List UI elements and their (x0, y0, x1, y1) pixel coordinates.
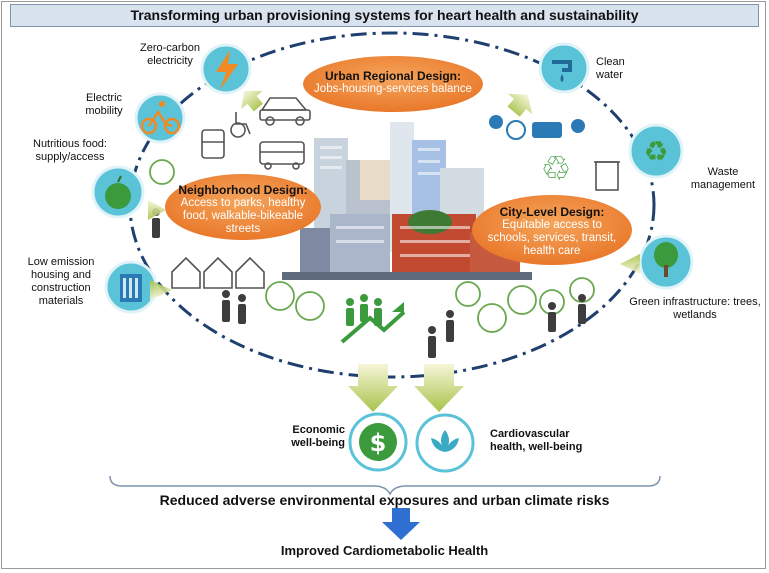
housing-icon (104, 260, 158, 314)
city-skyline-illustration (282, 122, 532, 280)
outcome-arrows (348, 364, 464, 412)
city-level-bubble (472, 195, 632, 265)
green-infrastructure-icon (638, 234, 694, 290)
svg-text:♻: ♻ (643, 135, 668, 168)
summary-brace (109, 475, 661, 496)
down-arrow-icon (382, 508, 420, 540)
reduced-exposures-text: Reduced adverse environmental exposures … (159, 492, 610, 508)
cardio-label: Cardiovascular health, well-being (490, 428, 583, 453)
neighborhood-bubble (165, 174, 321, 240)
nutritious-food-label: Nutritious food: supply/access (33, 138, 107, 163)
clean-water-icon (538, 42, 590, 94)
improved-health-text: Improved Cardiometabolic Health (280, 543, 489, 558)
urban-regional-text: Urban Regional Design: Jobs-housing-serv… (314, 69, 472, 96)
zero-carbon-label: Zero-carbon electricity (140, 42, 200, 67)
zero-carbon-icon (200, 43, 252, 95)
nutritious-food-icon (91, 165, 145, 219)
neighborhood-text: Neighborhood Design: Access to parks, he… (178, 183, 308, 236)
wheelchair-icon (230, 112, 251, 138)
car-icon (259, 97, 311, 126)
houses-icon (171, 256, 265, 289)
svg-text:♲: ♲ (541, 149, 571, 189)
trees-illustration (149, 159, 595, 333)
urban-regional-bubble (303, 56, 483, 112)
clean-water-label: Clean water (596, 56, 625, 81)
water-treatment-icon (489, 115, 585, 140)
green-infrastructure-label: Green infrastructure: trees, wetlands (629, 296, 761, 321)
economic-label: Economic well-being (291, 424, 345, 449)
people-illustration (152, 208, 586, 358)
cardio-icon (415, 413, 475, 473)
figure-title: Transforming urban provisioning systems … (10, 4, 759, 27)
electric-mobility-icon (134, 92, 186, 144)
waste-management-icon: ♻ (628, 123, 684, 179)
growth-people-icon (340, 294, 406, 344)
recycle-icon: ♲ (541, 149, 571, 189)
city-level-text: City-Level Design: Equitable access to s… (487, 205, 617, 258)
waste-management-label: Waste management (690, 166, 756, 191)
bus-icon (259, 141, 305, 170)
electric-mobility-label: Electric mobility (85, 92, 123, 117)
economic-icon: $ (348, 412, 408, 472)
inflow-arrows (148, 90, 640, 300)
svg-text:$: $ (370, 429, 387, 457)
tram-icon (201, 129, 225, 159)
trash-can-icon (594, 161, 620, 191)
low-emission-housing-label: Low emission housing and construction ma… (27, 256, 95, 307)
